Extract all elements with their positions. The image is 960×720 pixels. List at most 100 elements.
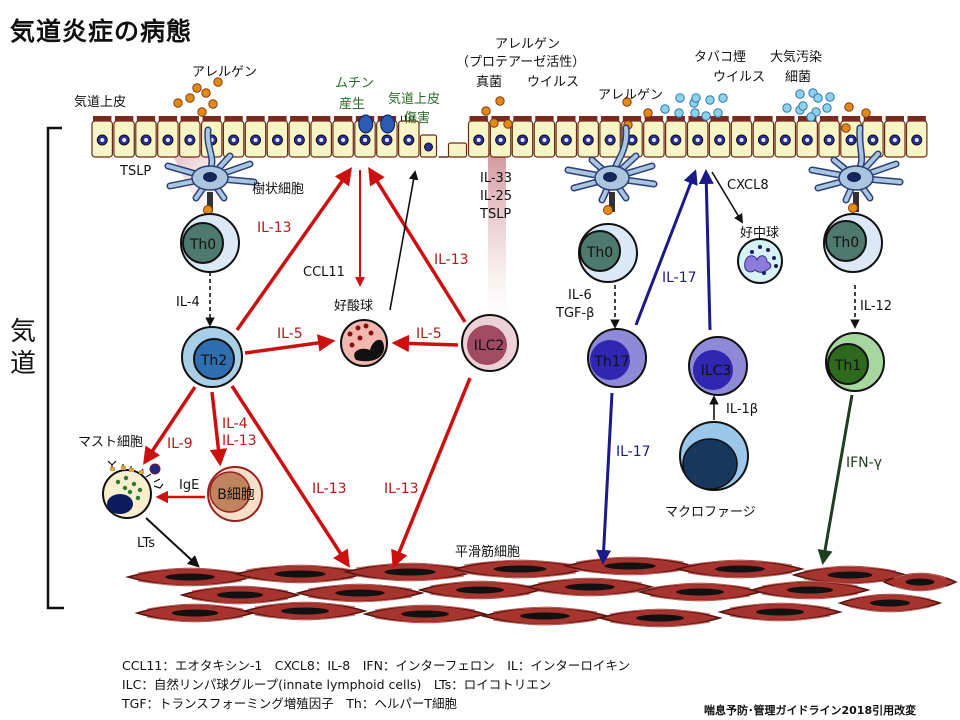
- side-label-1: 気: [10, 317, 36, 347]
- label-virus-1: ウイルス: [527, 75, 579, 90]
- label-il4: IL-4: [176, 295, 200, 310]
- smooth-muscle-cell: [242, 601, 368, 621]
- pollutant-particle: [690, 108, 700, 118]
- arrow-ilc2-to-mucin: [368, 167, 467, 323]
- epithelial-cell: [730, 116, 753, 158]
- epithelial-cell: [179, 116, 201, 158]
- smooth-muscle-cell: [125, 567, 255, 587]
- smooth-muscle-cell: [791, 565, 909, 585]
- arrow-th2-to-muscle: [230, 385, 350, 568]
- source-citation: 喘息予防･管理ガイドライン2018引用改変: [704, 704, 917, 717]
- neutrophil-cell: [737, 238, 783, 284]
- arrow-cxcl8-to-neutrophil: [711, 171, 743, 224]
- smooth-muscle-cell: [417, 580, 543, 600]
- label-mast-cell: マスト細胞: [78, 435, 143, 450]
- epithelial-cell: [555, 116, 578, 158]
- epithelial-cell: [135, 116, 157, 158]
- allergen-particle: [643, 108, 653, 118]
- epithelial-cell: [376, 114, 398, 158]
- label-neutrophil: 好中球: [740, 226, 779, 241]
- label-allergen-right: アレルゲン: [598, 88, 663, 103]
- smooth-muscle-cell: [343, 562, 477, 582]
- dendritic-cell-left: [164, 126, 258, 212]
- label-bacteria: 細菌: [785, 70, 811, 85]
- arrow-lts-to-muscle: [145, 517, 200, 568]
- antigen-presented-middle: [603, 205, 613, 215]
- macrophage-cell: [679, 421, 749, 491]
- allergen-particle: [495, 96, 505, 106]
- epithelial-cell: [577, 116, 599, 158]
- label-il13-b: IL-13: [434, 252, 469, 268]
- epithelial-cell: [467, 116, 490, 158]
- epithelial-cell: [533, 116, 556, 158]
- epithelial-cell: [266, 116, 289, 158]
- smooth-muscle-cell: [295, 583, 425, 603]
- label-il13-e: IL-13: [384, 481, 419, 497]
- svg-text:Th1: Th1: [834, 358, 861, 374]
- label-il5-b: IL-5: [416, 326, 442, 342]
- epithelial-cell: [398, 116, 420, 158]
- svg-text:Th2: Th2: [200, 353, 227, 369]
- label-il13-d: IL-13: [312, 481, 347, 497]
- epithelial-cell: [752, 116, 775, 158]
- pollutant-particle: [718, 93, 728, 103]
- label-tslp-2: TSLP: [479, 207, 511, 222]
- arrow-th2-to-b-cell: [209, 391, 228, 467]
- arrow-ilc3-to-epithelium: [698, 169, 714, 331]
- label-lts: LTs: [137, 536, 155, 551]
- ilc2-cell: ILC2: [461, 314, 519, 372]
- epithelial-cell: [862, 116, 884, 158]
- pollutant-particle: [705, 95, 715, 105]
- label-ccl11: CCL11: [303, 265, 345, 280]
- smooth-muscle-cell: [837, 593, 943, 613]
- smooth-muscle-cell: [233, 564, 367, 584]
- label-dendritic-cell: 樹状細胞: [252, 182, 304, 197]
- b-cell: B細胞: [207, 466, 263, 522]
- label-il13-c: IL-13: [222, 433, 257, 449]
- label-eosinophil: 好酸球: [334, 299, 373, 314]
- label-tobacco: タバコ煙: [694, 50, 746, 65]
- epithelial-cell: [354, 114, 376, 158]
- smooth-muscle-cell: [134, 603, 256, 623]
- pollutant-particle: [806, 112, 816, 122]
- pollutant-particle: [713, 108, 723, 118]
- label-allergen-protease-1: アレルゲン: [495, 37, 560, 52]
- arrow-th2-to-eosinophil: [244, 334, 336, 355]
- th17-cell: Th17: [587, 328, 647, 388]
- allergen-particle: [841, 123, 851, 133]
- label-epithelial-damage-2: 傷害: [404, 110, 430, 126]
- label-ige: IgE: [179, 478, 199, 493]
- epithelial-cell: [883, 116, 906, 158]
- svg-text:B細胞: B細胞: [217, 487, 255, 503]
- allergen-particle: [185, 93, 195, 103]
- smooth-muscle-cell: [882, 572, 958, 592]
- allergen-particle: [197, 107, 207, 117]
- label-allergen-left: アレルゲン: [192, 65, 257, 80]
- epithelial-cell: [113, 116, 135, 158]
- pollutant-particle: [798, 101, 808, 111]
- dendritic-cell-middle: [564, 124, 658, 212]
- arrow-ilc2-to-muscle: [391, 377, 472, 569]
- th1-cell: Th1: [825, 332, 885, 392]
- label-il12: IL-12: [860, 299, 892, 314]
- epithelial-cell: [796, 116, 818, 158]
- label-epithelial-damage-1: 気道上皮: [388, 91, 440, 107]
- label-il9: IL-9: [167, 436, 193, 452]
- arrow-th17-to-muscle: [596, 392, 614, 565]
- smooth-muscle-layer: [125, 556, 958, 628]
- airway-epithelium: [91, 114, 928, 158]
- smooth-muscle-cell: [749, 580, 871, 600]
- svg-text:Th0: Th0: [586, 245, 613, 261]
- allergen-particle: [173, 98, 183, 108]
- epithelial-cell: [664, 116, 687, 158]
- label-mucin-1: ムチン: [335, 76, 374, 91]
- mast-cell: [102, 460, 164, 519]
- airway-bracket: [46, 126, 64, 610]
- smooth-muscle-cell: [525, 577, 655, 597]
- smooth-muscle-cell: [480, 606, 610, 626]
- epithelial-cell: [905, 116, 928, 158]
- label-tgfb: TGF-β: [555, 306, 594, 321]
- label-il5-a: IL-5: [277, 326, 303, 342]
- label-ifng: IFN-γ: [846, 455, 882, 471]
